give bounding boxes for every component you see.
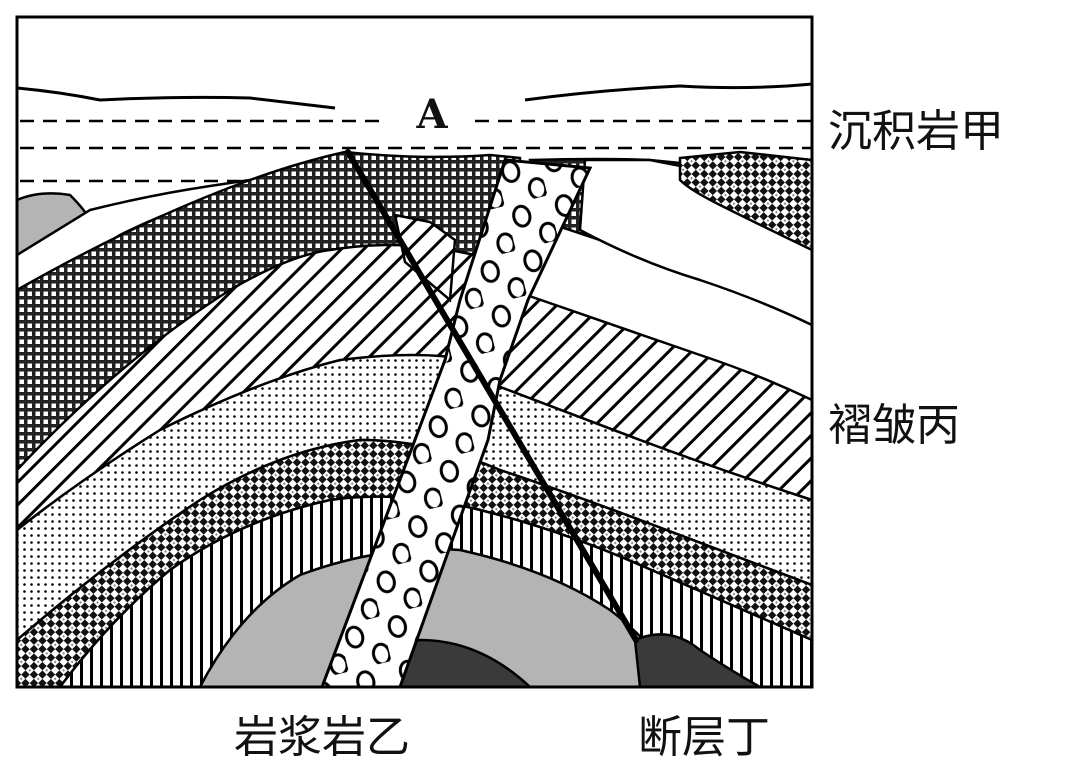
layer-diagonal-wedge (393, 213, 457, 303)
label-fault: 断层丁 (638, 712, 770, 763)
surface-line-left (17, 86, 336, 110)
core-dark-right (633, 633, 763, 687)
surface-line-right (524, 82, 812, 102)
label-fold: 褶皱丙 (828, 400, 960, 451)
label-sedimentary-rock: 沉积岩甲 (828, 106, 1004, 157)
checker-patch-top-right (678, 150, 812, 252)
label-magmatic-rock: 岩浆岩乙 (234, 712, 410, 763)
fault-line (345, 149, 639, 643)
diagram-frame (15, 15, 814, 689)
label-point-a: A (415, 91, 448, 138)
